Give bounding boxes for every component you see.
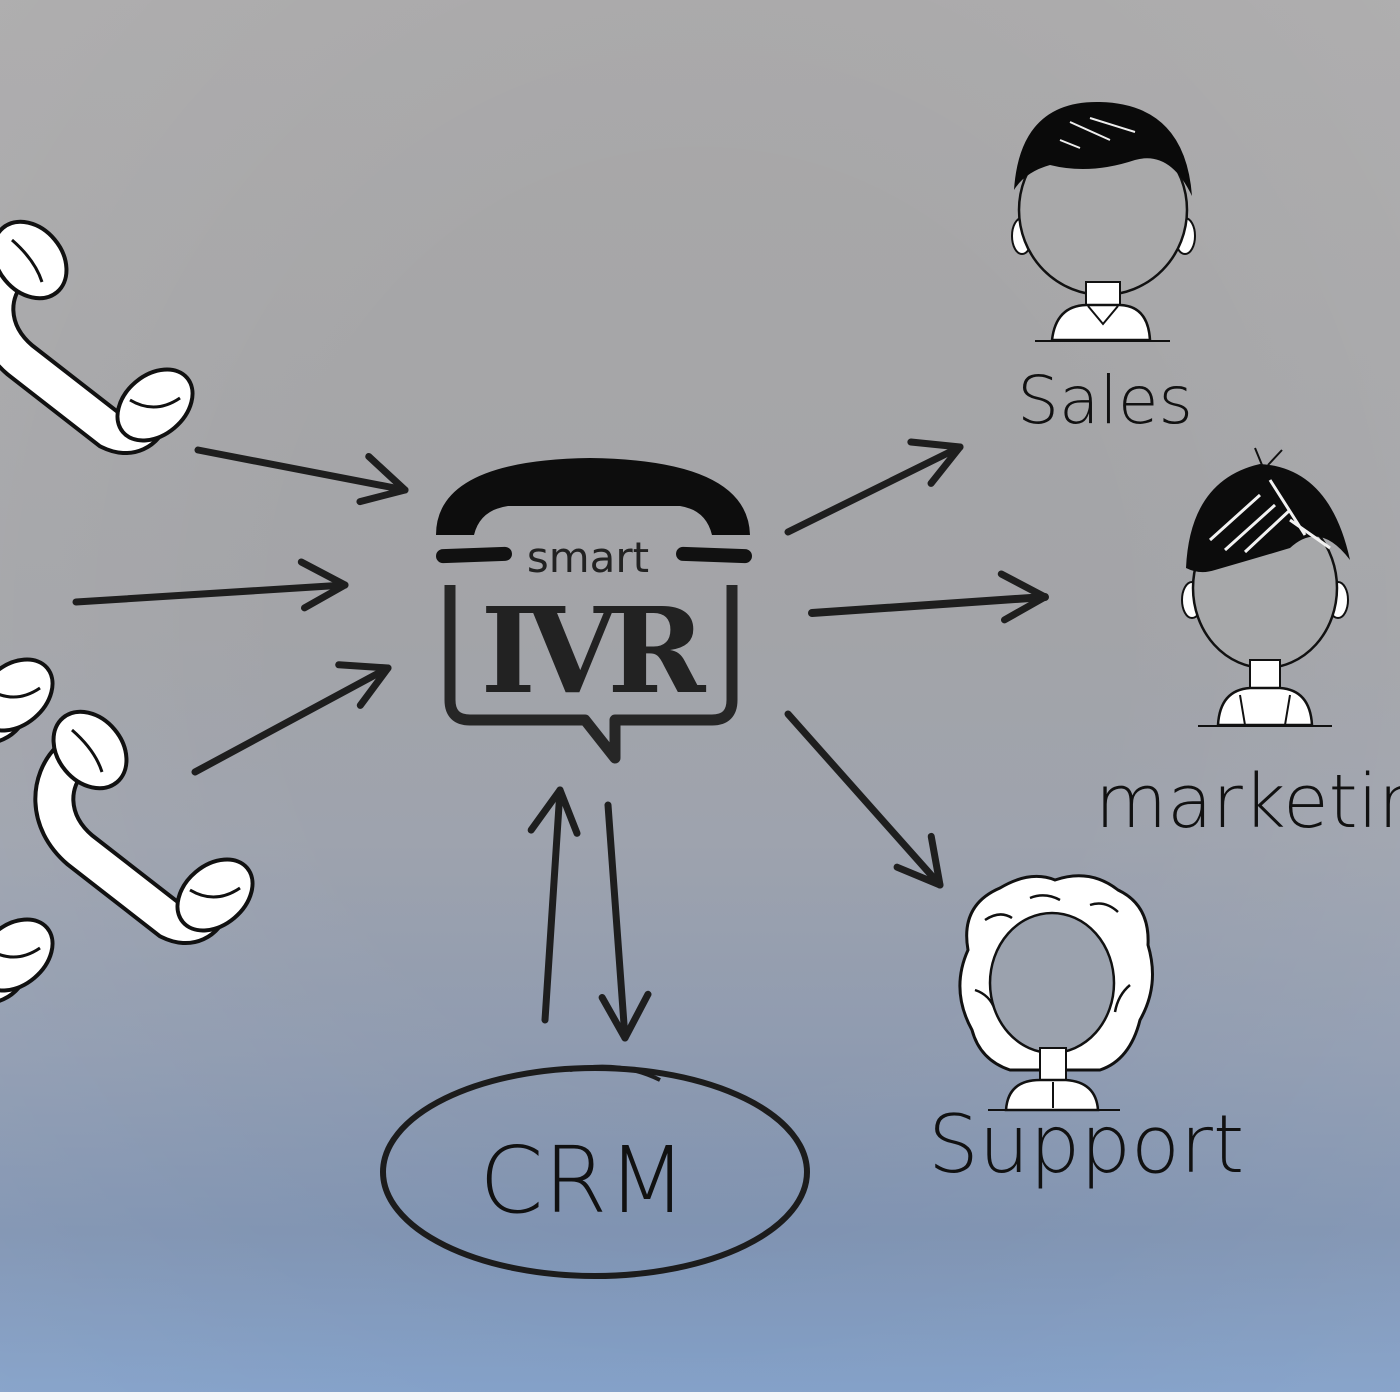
arrow-ivr-to-sales [784,424,969,536]
marketing-label: marketing [1095,759,1400,845]
sales-person: Sales [1011,101,1196,439]
support-label: Support [928,1098,1244,1191]
sales-label: Sales [1017,362,1193,439]
caller-phone-2 [0,497,66,745]
crm-label: CRM [479,1127,687,1234]
arrow-crm-to-ivr [531,788,580,1024]
phone-handset-icon [38,697,266,945]
person-short-hair-icon [1011,101,1196,342]
bottom-border [0,1392,1400,1400]
logo-small-text: smart [527,533,649,582]
arrow-caller-to-ivr-2 [72,559,346,608]
arrow-caller-to-ivr-3 [191,645,397,776]
caller-phone-4 [38,697,266,945]
logo-large-text: IVR [481,581,707,720]
phone-handset-icon [0,207,206,455]
marketing-person: marketing [1095,447,1400,845]
arrow-ivr-to-crm [602,801,651,1039]
arrow-caller-to-ivr-1 [194,446,410,510]
phone-handset-icon [0,497,66,745]
caller-phone-1 [0,207,206,455]
crm-node: CRM [380,1064,810,1279]
smart-ivr-logo: smart IVR [436,458,752,764]
person-curly-hair-icon [958,874,1154,1112]
arrow-ivr-to-support [784,710,959,898]
person-messy-hair-icon [1181,447,1350,727]
support-person: Support [928,874,1244,1191]
speech-bubble-icon [444,585,738,764]
phone-receiver-icon [436,458,750,535]
arrow-ivr-to-marketing [808,571,1046,620]
